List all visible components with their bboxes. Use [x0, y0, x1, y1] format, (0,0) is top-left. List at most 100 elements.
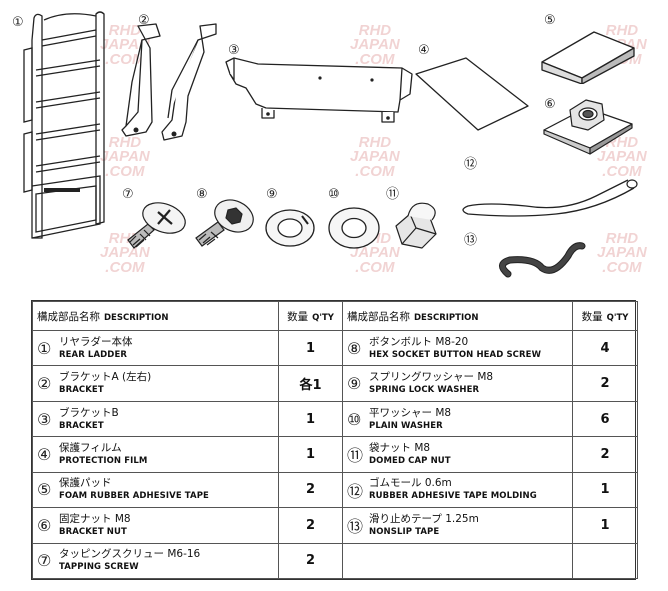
item-name-en: NONSLIP TAPE	[369, 526, 440, 537]
qty-cell: 1	[278, 329, 343, 367]
item-number: ⑧	[347, 338, 362, 358]
item-number: ⑪	[347, 446, 364, 466]
item-name-en: BRACKET	[59, 385, 104, 396]
item-name-ja: 保護フィルム	[59, 441, 122, 454]
qty-cell: 1	[572, 507, 638, 544]
qty-cell: 1	[278, 436, 343, 473]
figure-number: ⑫	[464, 157, 478, 172]
qty-cell: 2	[278, 507, 343, 544]
item-name-ja: スプリングワッシャー M8	[369, 371, 494, 384]
item-name-ja: タッピングスクリュー M6-16	[59, 548, 201, 561]
hex-bolt-drawing	[195, 199, 254, 247]
item-name-en: REAR LADDER	[59, 349, 127, 360]
foam-pad-drawing	[541, 31, 635, 84]
item-number: ⑬	[347, 517, 364, 537]
figure-number: ⑪	[386, 187, 400, 202]
item-name-en: PLAIN WASHER	[369, 420, 443, 431]
item-name-ja: ボタンボルト M8-20	[369, 335, 469, 348]
figure-number: ⑥	[544, 97, 556, 112]
item-number: ⑥	[37, 515, 52, 535]
plain-washer-drawing	[328, 207, 380, 249]
figure-number: ①	[12, 15, 24, 30]
rear-ladder-drawing	[23, 11, 105, 239]
figure-number: ⑩	[328, 187, 340, 202]
item-name-en: TAPPING SCREW	[59, 562, 139, 573]
item-name-ja: 保護パッド	[59, 477, 112, 490]
item-name-en: BRACKET	[59, 420, 104, 431]
item-name-en: SPRING LOCK WASHER	[369, 385, 480, 396]
item-name-en: DOMED CAP NUT	[369, 455, 451, 466]
item-name-en: FOAM RUBBER ADHESIVE TAPE	[59, 491, 209, 502]
item-name-ja: 平ワッシャー M8	[369, 406, 452, 419]
item-number: ②	[37, 374, 52, 394]
item-name-ja: リヤラダー本体	[59, 335, 133, 348]
qty-cell: 4	[572, 329, 638, 367]
description-cell	[342, 542, 573, 580]
qty-cell: 各1	[278, 365, 343, 402]
item-number: ④	[37, 444, 52, 464]
qty-cell: 1	[572, 471, 638, 509]
item-name-ja: ブラケットB	[59, 406, 119, 419]
item-name-ja: 固定ナット M8	[59, 512, 131, 525]
item-name-ja: ブラケットA (左右)	[59, 371, 152, 384]
description-cell: ② ブラケットA (左右)BRACKET	[32, 365, 279, 402]
item-name-en: RUBBER ADHESIVE TAPE MOLDING	[369, 491, 537, 502]
figure-number: ⑦	[122, 187, 134, 202]
qty-cell: 2	[572, 436, 638, 473]
item-name-en: HEX SOCKET BUTTON HEAD SCREW	[369, 349, 542, 360]
qty-cell: 1	[278, 400, 343, 438]
item-name-ja: 滑り止めテープ 1.25m	[369, 512, 479, 525]
item-number: ⑦	[37, 551, 52, 571]
qty-cell: 2	[278, 471, 343, 509]
cap-nut-drawing	[395, 202, 437, 249]
item-number: ⑨	[347, 374, 362, 394]
item-number: ①	[37, 338, 52, 358]
qty-cell: 6	[572, 400, 638, 438]
item-name-en: BRACKET NUT	[59, 526, 127, 537]
item-number: ⑤	[37, 480, 52, 500]
spring-washer-drawing	[265, 209, 315, 247]
qty-cell	[572, 542, 638, 580]
rubber-molding-drawing	[462, 179, 638, 217]
figure-number: ⑤	[544, 13, 556, 28]
qty-cell: 2	[278, 542, 343, 580]
tapping-screw-drawing	[127, 202, 186, 249]
item-name-en: PROTECTION FILM	[59, 455, 148, 466]
item-number: ⑫	[347, 481, 364, 501]
figure-number: ④	[418, 43, 430, 58]
item-number: ⑩	[347, 409, 362, 429]
bracket-b-drawing	[225, 57, 413, 123]
item-name-ja: ゴムモール 0.6m	[369, 477, 452, 490]
figure-number: ⑧	[196, 187, 208, 202]
figure-number: ②	[138, 13, 150, 28]
qty-cell: 2	[572, 365, 638, 402]
protection-film-drawing	[415, 57, 529, 131]
figure-number: ⑬	[464, 233, 478, 248]
item-name-ja: 袋ナット M8	[369, 441, 431, 454]
figure-number: ⑨	[266, 187, 278, 202]
